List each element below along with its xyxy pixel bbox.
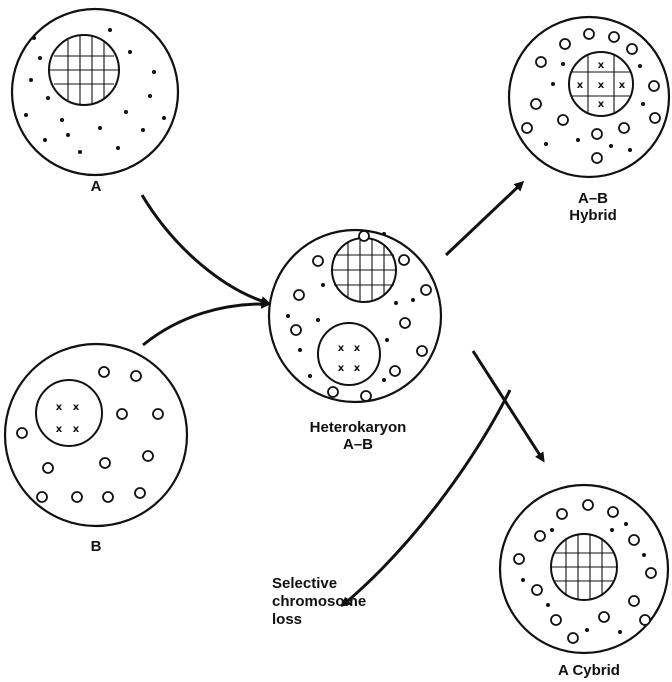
loss-label-line3: loss [272, 611, 302, 628]
chromosome-b-4: x [73, 424, 80, 435]
cybrid-cell [500, 485, 668, 653]
arrow-b-to-heterokaryon [143, 304, 268, 345]
chromosome-hy-5: x [598, 99, 605, 110]
chromosome-h-3: x [338, 363, 345, 374]
heterokaryon-label-line2: A–B [343, 436, 373, 453]
cybrid-label: A Cybrid [558, 662, 620, 679]
cell-a-label: A [91, 178, 102, 195]
chromosome-h-4: x [354, 363, 361, 374]
cell-b: x x x x [5, 344, 187, 526]
cell-a [12, 9, 178, 175]
heterokaryon-label-line1: Heterokaryon [310, 419, 407, 436]
hybrid-nucleus: x x x x x [569, 52, 633, 116]
heterokaryon-nucleus-a [332, 238, 396, 302]
chromosome-h-1: x [338, 343, 345, 354]
chromosome-hy-4: x [619, 80, 626, 91]
cell-b-nucleus: x x x x [36, 380, 102, 446]
heterokaryon-cell: x x x x [269, 230, 441, 402]
chromosome-hy-1: x [598, 60, 605, 71]
cybrid-nucleus [551, 534, 617, 600]
chromosome-b-1: x [56, 402, 63, 413]
chromosome-hy-3: x [598, 80, 605, 91]
cell-a-nucleus [49, 35, 119, 105]
arrow-a-to-heterokaryon [142, 195, 268, 303]
hybrid-label-line1: A–B [578, 190, 608, 207]
chromosome-hy-2: x [577, 80, 584, 91]
cell-b-label: B [91, 538, 102, 555]
chromosome-h-2: x [354, 343, 361, 354]
loss-label-line1: Selective [272, 575, 337, 592]
heterokaryon-nucleus-b: x x x x [318, 323, 380, 385]
arrow-heterokaryon-to-hybrid [446, 183, 522, 255]
chromosome-b-3: x [56, 424, 63, 435]
hybrid-cell: x x x x x [509, 17, 669, 177]
arrow-heterokaryon-to-cybrid [473, 351, 543, 460]
hybrid-label-line2: Hybrid [569, 207, 617, 224]
chromosome-b-2: x [73, 402, 80, 413]
